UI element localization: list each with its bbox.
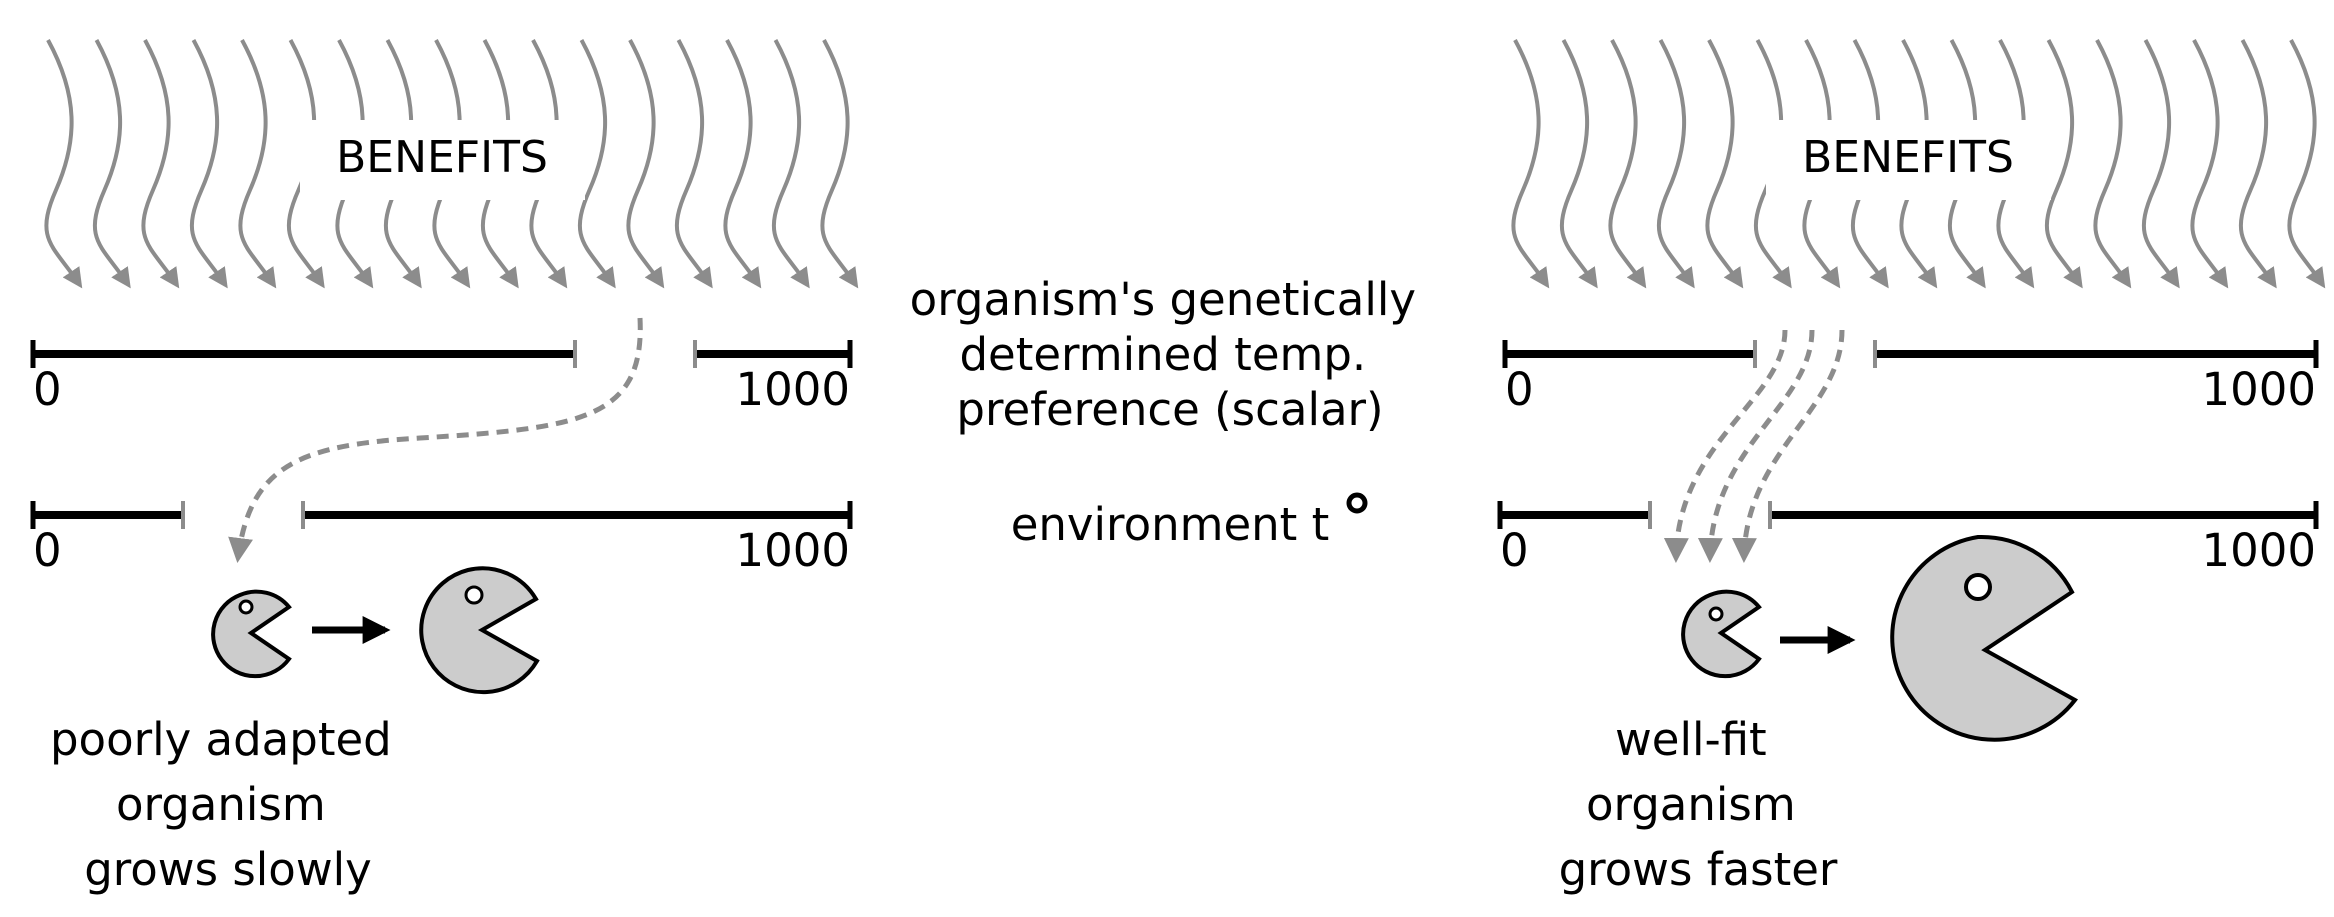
right-environment-gap: [1648, 501, 1772, 529]
right-environment-min: 0: [1500, 524, 1529, 577]
left-benefit-arrow-6: [286, 39, 325, 289]
left-benefit-arrow-14: [674, 39, 713, 289]
right-caption: well-fit organism grows faster: [1559, 713, 1838, 896]
left-small-organism: [211, 589, 292, 679]
right-caption-line-1: well-fit: [1615, 713, 1767, 766]
left-benefit-arrow-3: [141, 39, 180, 289]
left-caption-line-1: poorly adapted: [50, 713, 392, 766]
left-benefit-arrow-2: [92, 39, 131, 289]
right-benefit-arrow-17: [2287, 39, 2326, 289]
left-benefits-label-bg: [300, 120, 585, 200]
left-caption-line-2: organism: [116, 778, 326, 831]
left-benefit-arrow-16: [771, 39, 810, 289]
left-benefit-arrow-13: [626, 39, 665, 289]
left-environment-min: 0: [33, 524, 62, 577]
right-benefit-flow-arrow-3: [1731, 329, 1845, 563]
right-genotype-scale: [1502, 340, 2319, 368]
right-benefit-arrow-14: [2141, 39, 2180, 289]
right-small-organism-eye: [1708, 606, 1724, 622]
right-large-organism: [1890, 534, 2079, 742]
genotype-label-line-1: organism's genetically: [910, 273, 1416, 326]
right-large-organism-eye: [1964, 573, 1992, 601]
left-genotype-gap: [573, 340, 697, 368]
left-benefit-arrow-17: [820, 39, 859, 289]
right-benefit-arrow-12: [2044, 39, 2083, 289]
left-caption: poorly adapted organism grows slowly: [50, 713, 406, 896]
right-caption-line-3: grows faster: [1559, 843, 1838, 896]
left-environment-scale: [30, 501, 853, 529]
left-benefit-arrow-12: [577, 39, 616, 289]
left-large-organism: [419, 566, 540, 695]
right-benefit-arrow-13: [2093, 39, 2132, 289]
right-benefit-arrow-6: [1753, 39, 1792, 289]
right-caption-line-2: organism: [1586, 778, 1796, 831]
left-genotype-scale: [30, 340, 853, 368]
left-benefit-flow-arrow: [228, 317, 643, 563]
genotype-label: organism's genetically determined temp. …: [910, 273, 1431, 436]
right-genotype-min: 0: [1505, 363, 1534, 416]
right-environment-scale: [1497, 501, 2319, 529]
left-small-organism-eye: [238, 599, 254, 615]
right-benefit-flow-arrow-1: [1663, 329, 1788, 563]
right-environment-max: 1000: [2201, 524, 2316, 577]
left-environment-max: 1000: [735, 524, 850, 577]
right-benefit-arrow-1: [1511, 39, 1550, 289]
right-benefit-arrow-16: [2238, 39, 2277, 289]
right-benefits-label-bg: [1766, 120, 2051, 200]
left-environment-gap: [181, 501, 305, 529]
left-benefits-label: BENEFITS: [336, 132, 548, 183]
genotype-label-line-2: determined temp.: [959, 328, 1366, 381]
left-genotype-min: 0: [33, 363, 62, 416]
left-benefit-arrow-15: [723, 39, 762, 289]
left-caption-line-3: grows slowly: [84, 843, 372, 896]
left-benefit-arrow-5: [238, 39, 277, 289]
right-benefit-flow-arrow-2: [1697, 329, 1815, 563]
environment-label: environment t: [1011, 498, 1330, 551]
right-benefit-arrow-15: [2190, 39, 2229, 289]
right-genotype-gap: [1753, 340, 1877, 368]
left-benefit-arrow-4: [189, 39, 228, 289]
right-benefits-label: BENEFITS: [1802, 132, 2014, 183]
right-genotype-max: 1000: [2201, 363, 2316, 416]
left-genotype-max: 1000: [735, 363, 850, 416]
right-benefit-arrow-2: [1559, 39, 1598, 289]
left-benefit-arrow-1: [44, 39, 83, 289]
genotype-label-line-3: preference (scalar): [956, 383, 1383, 436]
left-large-organism-eye: [464, 585, 484, 605]
right-small-organism: [1681, 589, 1762, 679]
right-benefit-arrow-4: [1656, 39, 1695, 289]
right-benefit-arrow-3: [1608, 39, 1647, 289]
right-benefit-arrow-5: [1705, 39, 1744, 289]
degree-symbol: [1346, 492, 1368, 514]
left-benefit-arrows: [44, 39, 859, 289]
